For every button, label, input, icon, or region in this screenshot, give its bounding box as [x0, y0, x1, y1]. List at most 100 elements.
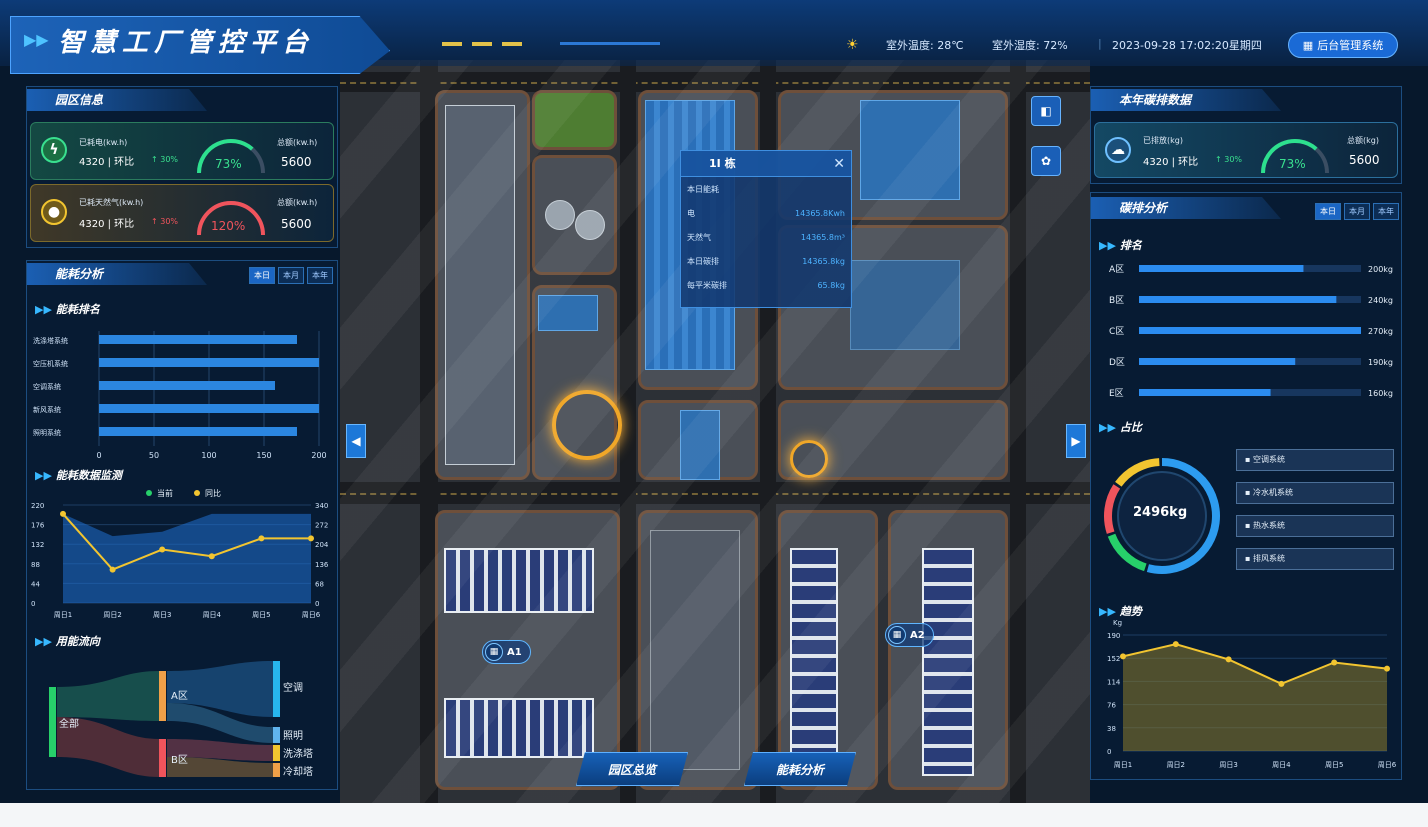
popup-row-label: 本日碳排 [687, 256, 719, 266]
popup-row-value: 14365.8kg [802, 256, 845, 266]
flow-node-all [49, 687, 56, 757]
tab-day[interactable]: 本日 [1315, 203, 1341, 220]
collapse-right-button[interactable]: ▶ [1066, 424, 1086, 458]
kpi-value: 4320 | 环比 [1143, 157, 1199, 168]
bar-category-label: C区 [1109, 326, 1124, 337]
flow-node-a [159, 671, 166, 721]
grid-icon: ▦ [1302, 38, 1314, 52]
x-tick-label: 周日1 [54, 611, 72, 619]
bar-value-label: 200kg [1368, 265, 1393, 274]
gauge-fill [197, 201, 265, 236]
trend-point [1278, 680, 1285, 687]
y-tick-label-left: 220 [31, 502, 44, 510]
target-ring-small[interactable] [790, 440, 828, 478]
trend-point [1172, 641, 1179, 648]
popup-row-value: 14365.8m³ [800, 232, 845, 242]
popup-row-label: 本日能耗 [687, 184, 719, 194]
kpi-total: 5600 [281, 217, 312, 231]
line-yoy [62, 513, 311, 571]
bar [1139, 389, 1271, 396]
y-tick-label-right: 204 [315, 541, 329, 549]
popup-row: 天然气 14365.8m³ [681, 225, 851, 249]
bar-category-label: 空压机系统 [33, 359, 68, 368]
y-unit-label: Kg [1113, 619, 1122, 627]
trend-line [1122, 643, 1388, 685]
bar [99, 427, 297, 436]
building-marker-a1[interactable]: ▦ A1 [482, 640, 531, 664]
tab-month[interactable]: 本月 [278, 267, 304, 284]
period-tabs: 本日 本月 本年 [1315, 203, 1399, 220]
point-yoy [109, 566, 116, 573]
flow-label-cooling: 冷却塔 [283, 765, 313, 778]
x-tick-label: 周日4 [203, 611, 222, 619]
selected-target-ring[interactable] [552, 390, 622, 460]
trend-point [1384, 665, 1390, 672]
flow-label-a: A区 [171, 690, 188, 702]
collapse-left-button[interactable]: ◀ [346, 424, 366, 458]
bar-category-label: D区 [1109, 357, 1125, 368]
point-yoy [308, 535, 314, 542]
y-tick-label-right: 272 [315, 522, 328, 530]
popup-row: 本日碳排 14365.8kg [681, 249, 851, 273]
flow-label-ac: 空调 [283, 681, 303, 694]
flow-label-washer: 洗涤塔 [283, 747, 313, 760]
panel-title: 能耗分析 //// [27, 263, 207, 285]
tab-year[interactable]: 本年 [307, 267, 333, 284]
close-icon[interactable]: ✕ [833, 156, 845, 172]
flow-link [167, 703, 273, 743]
bar-category-label: 空调系统 [33, 382, 61, 391]
x-tick-label: 50 [149, 451, 159, 459]
nav-park-overview[interactable]: 园区总览 [576, 752, 688, 786]
sun-icon: ☀ [846, 37, 859, 53]
x-tick-label: 周日2 [1167, 761, 1185, 769]
building-marker-a2[interactable]: ▦ A2 [885, 623, 934, 647]
kpi-carbon: ☁ 已排放(kg) 4320 | 环比 ↑ 30% 73% 总额(kg) 560… [1094, 122, 1398, 178]
kpi-gauge [197, 201, 265, 236]
y-tick-label-left: 0 [31, 600, 35, 608]
x-tick-label: 周日1 [1114, 761, 1132, 769]
bar-category-label: 洗涤塔系统 [33, 336, 68, 345]
tab-day[interactable]: 本日 [249, 267, 275, 284]
popup-row-label: 天然气 [687, 232, 711, 242]
kpi-label: 已耗电(kw.h) [79, 138, 128, 147]
bar-value-label: 240kg [1368, 296, 1393, 305]
header-divider: | [1098, 37, 1102, 50]
flow-node-b [159, 739, 166, 777]
x-tick-label: 200 [311, 451, 326, 459]
bar [1139, 296, 1337, 303]
bar [1139, 265, 1304, 272]
area-current [63, 513, 311, 603]
header-deco-dash [472, 42, 492, 46]
kpi-value: 4320 | 环比 [79, 219, 135, 230]
share-item-exhaust[interactable]: ▪ 排风系统 [1236, 548, 1394, 570]
share-item-ac[interactable]: ▪ 空调系统 [1236, 449, 1394, 471]
popup-row-value: 65.8kg [817, 280, 845, 290]
y-tick-label-left: 88 [31, 561, 40, 569]
map-layers-button[interactable]: ◧ [1031, 96, 1061, 126]
kpi-label: 已耗天然气(kw.h) [79, 198, 144, 207]
popup-row: 本日能耗 [681, 177, 851, 201]
kpi-change: ↑ 30% [1215, 155, 1243, 164]
point-yoy [208, 553, 215, 560]
popup-row-label: 每平米碳排 [687, 280, 727, 290]
tab-year[interactable]: 本年 [1373, 203, 1399, 220]
map-footprint-button[interactable]: ✿ [1031, 146, 1061, 176]
donut-slice [1107, 533, 1147, 572]
energy-flow-sankey: 全部 A区 B区 空调 照明 洗涤塔 冷却塔 [49, 661, 313, 778]
x-tick-label: 周日3 [1219, 761, 1237, 769]
arrow-icon: ▶▶ [1099, 421, 1116, 434]
donut-center [1117, 471, 1207, 561]
share-item-hotwater[interactable]: ▪ 热水系统 [1236, 515, 1394, 537]
bar-value-label: 160kg [1368, 389, 1393, 398]
admin-system-button[interactable]: ▦ 后台管理系统 [1288, 32, 1398, 58]
nav-energy-analysis[interactable]: 能耗分析 [744, 752, 856, 786]
tab-month[interactable]: 本月 [1344, 203, 1370, 220]
period-tabs: 本日 本月 本年 [249, 267, 333, 284]
y-tick-label-right: 136 [315, 561, 329, 569]
flow-node-cooling [273, 763, 280, 777]
share-item-chiller[interactable]: ▪ 冷水机系统 [1236, 482, 1394, 504]
